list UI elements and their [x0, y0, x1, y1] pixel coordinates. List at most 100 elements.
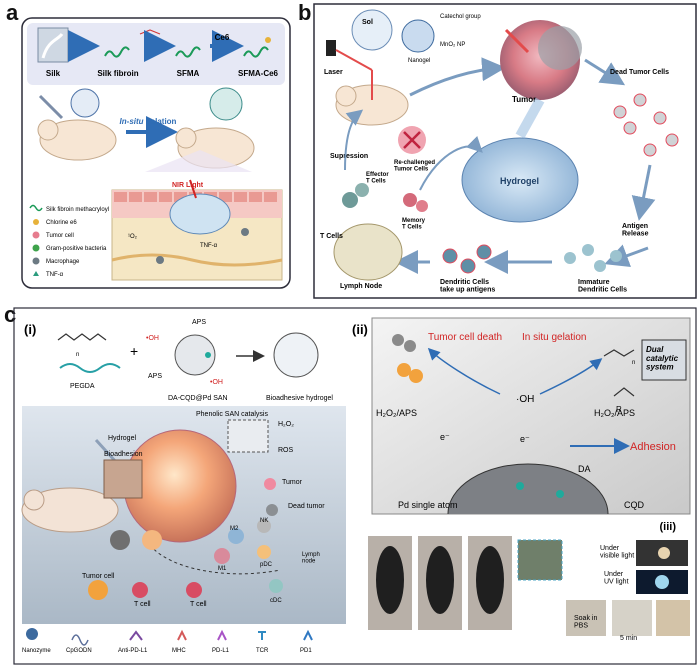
pd-atom-ii-2 [556, 490, 564, 498]
line-line: T Cells [402, 225, 422, 231]
pegda-chain-icon [59, 363, 121, 373]
macrophage-cell-2 [241, 228, 249, 236]
immature-dendritic-cell [564, 252, 576, 264]
beaker-photo-2 [612, 600, 652, 636]
dead-tumor-label: Dead tumor [288, 503, 325, 510]
skin-cell [129, 192, 142, 202]
mouse-photo-1 [376, 546, 404, 614]
tumor-cell-icon-ii-1 [397, 363, 411, 377]
tumor-cell-label-c: Tumor cell [82, 573, 115, 580]
zoom-cone [145, 150, 252, 172]
supression-label: Supression [330, 153, 368, 160]
tumor-label-b: Tumor [512, 95, 536, 104]
panel-b-letter: b [298, 0, 311, 25]
mouse-c [21, 487, 119, 533]
legend-antipdl1: Anti-PD-L1 [118, 648, 148, 654]
legend-macrophage-icon [32, 257, 40, 265]
monomer-structure [613, 387, 635, 397]
skin-cell [159, 192, 172, 202]
step-silk: Silk [46, 69, 61, 78]
hydrogel-zoom-left [70, 88, 100, 118]
lymph-node-label: Lymph node [302, 552, 321, 565]
legend-pd1-icon [303, 629, 313, 641]
dead-cells-label: Dead Tumor Cells [610, 69, 669, 76]
panel-c-frame [13, 307, 697, 665]
pegda-structure [57, 333, 107, 341]
dendritic-cell [476, 244, 492, 260]
line-line: system [646, 363, 674, 372]
legend-tnf: TNF-α [46, 272, 64, 278]
bioadhesion-inset [103, 459, 143, 499]
arrow-oh-death [427, 347, 501, 395]
effector-t-cell [342, 192, 358, 208]
h2o2-label-c: H₂O₂ [278, 421, 294, 428]
legend-ce6-icon [33, 219, 39, 225]
h2o2-aps-left: H₂O₂/APS [376, 408, 417, 418]
dead-tumor-cell [623, 121, 637, 135]
legend-macrophage: Macrophage [46, 259, 80, 265]
t-cell-label-1: T cell [134, 601, 151, 608]
immature-label: Immature Dendritic Cells [578, 279, 627, 294]
dendritic-cell [460, 258, 476, 274]
panel-c: c (i) n PEGDA + •OH APS APS •OH DA-CQD@P… [4, 302, 697, 665]
uv-light-label: Under UV light [604, 571, 629, 586]
dead-tumor-cell [653, 111, 667, 125]
line-line: Release [622, 231, 649, 238]
release-particles [142, 530, 162, 550]
skin-cell [114, 192, 127, 202]
hydrogel-label-c: Hydrogel [108, 435, 136, 442]
dacqd-particle [174, 334, 216, 376]
cqd-label: CQD [624, 500, 645, 510]
tcells-label: T Cells [320, 233, 343, 240]
legend-mhc: MHC [172, 648, 186, 654]
nk-label: NK [260, 518, 268, 524]
line-line: UV light [604, 579, 629, 586]
tumor-label-c: Tumor [282, 479, 303, 486]
laser-at-tumor [504, 28, 530, 54]
da-label: DA [578, 464, 591, 474]
plus-sign: + [130, 343, 138, 359]
sfma-ce6-strand-icon [243, 46, 269, 58]
nanogel-label: Nanogel [408, 58, 430, 64]
polymer-structure [603, 349, 635, 357]
dead-tumor-cells [613, 93, 679, 157]
tumor-cell-c [88, 580, 108, 600]
nanogel-particle [401, 19, 435, 53]
mouse-b-head [335, 85, 357, 107]
pdc-cell [257, 545, 271, 559]
pdc-label: pDC [260, 562, 273, 568]
cdc-cell [269, 579, 283, 593]
tumor-death-label: Tumor cell death [428, 332, 502, 343]
tissue-illustration: NIR Light ¹O₂ TNF-α [111, 150, 283, 281]
nir-beam [189, 179, 197, 199]
oh-center: ·OH [516, 394, 534, 405]
step-sfma-ce6: SFMA-Ce6 [238, 69, 279, 78]
m2-label: M2 [230, 526, 239, 532]
legend-bacteria-icon [32, 244, 40, 252]
arrow-oh-gelation [539, 358, 603, 395]
san-catalysis-inset [227, 419, 269, 453]
x-mark-icon [403, 131, 421, 149]
legend-sfma: Silk fibroin methacryloyl [46, 207, 109, 213]
beaker-photo-1 [566, 600, 606, 636]
bioadhesion-label: Bioadhesion [104, 451, 143, 458]
panel-a-legend: Silk fibroin methacryloyl Chlorine e6 Tu… [29, 204, 109, 278]
five-min-label: 5 min [620, 635, 637, 642]
legend-cpgodn: CpGODN [66, 648, 92, 654]
line-line: T Cells [366, 179, 386, 185]
m1-label: M1 [218, 566, 227, 572]
sol-label: Sol [362, 19, 373, 26]
vessel-line [111, 253, 283, 267]
mouse-right-head [175, 127, 197, 149]
dacqd-label: DA-CQD@Pd SAN [168, 395, 228, 402]
mno2-label: MnO₂ NP [440, 42, 465, 48]
skin-cell [219, 192, 232, 202]
tumor-cell-dot [264, 478, 276, 490]
cdc-label: cDC [270, 598, 282, 604]
e-minus-2: e⁻ [520, 434, 530, 444]
legend-cpgodn-icon [71, 634, 89, 646]
pd-single-label: Pd single atom [398, 500, 458, 510]
catechol-label: Catechol group [440, 14, 481, 20]
arrow-dead-antigen [631, 164, 656, 221]
